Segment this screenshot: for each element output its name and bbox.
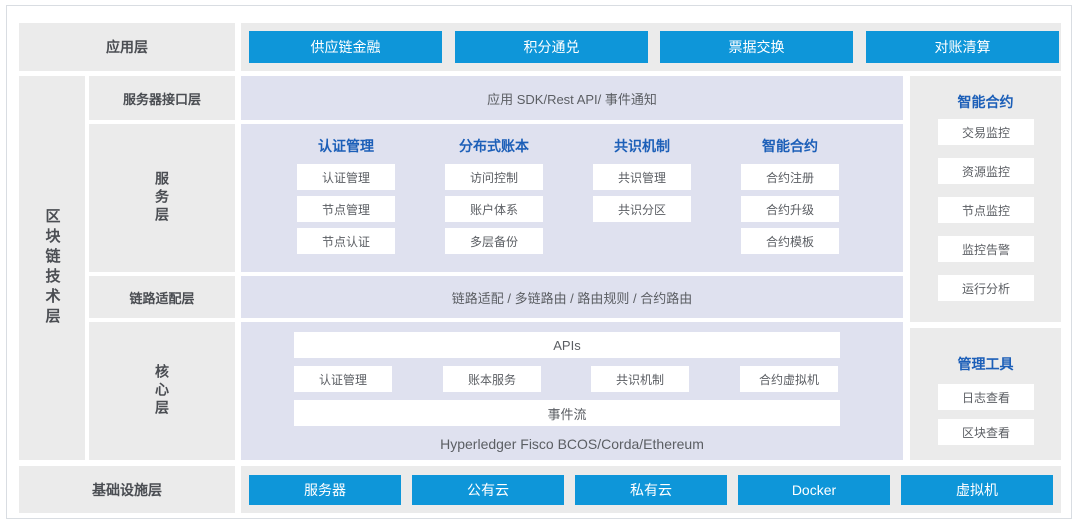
service-col-1-item-2-label: 多层备份 <box>469 234 518 249</box>
service-col-2-head-text: 共识机制 <box>614 138 670 154</box>
infra-item-3[interactable]: Docker <box>738 475 890 505</box>
app-item-2-label: 票据交换 <box>728 39 785 55</box>
core-module-3-label: 合约虚拟机 <box>758 372 819 387</box>
service-col-1-item-0[interactable]: 访问控制 <box>445 164 543 190</box>
service-col-3-item-0[interactable]: 合约注册 <box>741 164 839 190</box>
infra-item-4[interactable]: 虚拟机 <box>901 475 1053 505</box>
row-label-application: 应用层 <box>19 23 235 71</box>
service-col-0-item-2-label: 节点认证 <box>321 234 370 249</box>
service-col-2-item-1-label: 共识分区 <box>617 202 666 217</box>
service-col-0-item-2[interactable]: 节点认证 <box>297 228 395 254</box>
service-col-0-item-0[interactable]: 认证管理 <box>297 164 395 190</box>
infra-item-0[interactable]: 服务器 <box>249 475 401 505</box>
service-col-0-item-1-label: 节点管理 <box>321 202 370 217</box>
service-col-0-head-text: 认证管理 <box>318 138 374 154</box>
core-module-3[interactable]: 合约虚拟机 <box>740 366 838 392</box>
service-col-2-item-0[interactable]: 共识管理 <box>593 164 691 190</box>
service-col-1-item-1[interactable]: 账户体系 <box>445 196 543 222</box>
right-panel-management-tools-title-text: 管理工具 <box>957 356 1014 372</box>
service-col-3-item-0-label: 合约注册 <box>765 170 814 185</box>
core-event-stream-box[interactable]: 事件流 <box>294 400 840 426</box>
service-col-3-head: 智能合约 <box>741 136 839 156</box>
infra-item-2[interactable]: 私有云 <box>575 475 727 505</box>
infra-item-1[interactable]: 公有云 <box>412 475 564 505</box>
architecture-diagram: 应用层 供应链金融 积分通兑 票据交换 对账清算 区块链技术层 服务器接口层 应… <box>6 5 1072 519</box>
row-label-link-adapter: 链路适配层 <box>89 276 235 318</box>
right-panel-management-tools-item-0-label: 日志查看 <box>961 390 1010 405</box>
row-label-infrastructure-text: 基础设施层 <box>92 481 162 498</box>
right-panel-management-tools-title: 管理工具 <box>910 354 1061 374</box>
infra-item-0-label: 服务器 <box>304 482 346 498</box>
app-item-1[interactable]: 积分通兑 <box>455 31 648 63</box>
infra-item-3-label: Docker <box>791 482 837 498</box>
service-col-0-head: 认证管理 <box>297 136 395 156</box>
core-apis-box[interactable]: APIs <box>294 332 840 358</box>
service-col-3-item-2[interactable]: 合约模板 <box>741 228 839 254</box>
app-item-0-label: 供应链金融 <box>310 39 381 55</box>
service-col-1-item-0-label: 访问控制 <box>469 170 518 185</box>
right-panel-smart-contract-item-4[interactable]: 运行分析 <box>938 275 1034 301</box>
right-panel-smart-contract-item-0[interactable]: 交易监控 <box>938 119 1034 145</box>
right-panel-management-tools-item-0[interactable]: 日志查看 <box>938 384 1034 410</box>
service-col-0-item-1[interactable]: 节点管理 <box>297 196 395 222</box>
core-platforms-label: Hyperledger Fisco BCOS/Corda/Ethereum <box>440 436 704 452</box>
app-item-1-label: 积分通兑 <box>523 39 580 55</box>
service-col-1-head-text: 分布式账本 <box>459 138 529 154</box>
service-col-1-item-2[interactable]: 多层备份 <box>445 228 543 254</box>
row-label-service: 服务层 <box>89 124 235 272</box>
row-label-infrastructure: 基础设施层 <box>19 466 235 513</box>
row-label-service-text: 服务层 <box>154 171 170 225</box>
service-col-2-item-0-label: 共识管理 <box>617 170 666 185</box>
row-label-core: 核心层 <box>89 322 235 460</box>
core-platforms-text: Hyperledger Fisco BCOS/Corda/Ethereum <box>241 430 903 458</box>
link-adapter-content-text: 链路适配 / 多链路由 / 路由规则 / 合约路由 <box>451 290 693 306</box>
service-col-1-head: 分布式账本 <box>445 136 543 156</box>
service-col-3-head-text: 智能合约 <box>762 138 818 154</box>
right-panel-smart-contract-item-1-label: 资源监控 <box>961 164 1010 179</box>
row-label-application-text: 应用层 <box>106 39 148 55</box>
server-interface-content: 应用 SDK/Rest API/ 事件通知 <box>241 76 903 120</box>
right-panel-smart-contract-item-1[interactable]: 资源监控 <box>938 158 1034 184</box>
right-panel-smart-contract-title: 智能合约 <box>910 92 1061 112</box>
row-label-link-adapter-text: 链路适配层 <box>129 290 195 306</box>
app-item-2[interactable]: 票据交换 <box>660 31 853 63</box>
right-panel-smart-contract-item-3-label: 监控告警 <box>961 242 1010 257</box>
right-panel-smart-contract-title-text: 智能合约 <box>957 94 1014 110</box>
core-module-1-label: 账本服务 <box>467 372 516 387</box>
app-item-3-label: 对账清算 <box>934 39 991 55</box>
service-col-3-item-1-label: 合约升级 <box>765 202 814 217</box>
link-adapter-content: 链路适配 / 多链路由 / 路由规则 / 合约路由 <box>241 276 903 318</box>
core-module-2-label: 共识机制 <box>615 372 664 387</box>
app-item-0[interactable]: 供应链金融 <box>249 31 442 63</box>
right-panel-smart-contract-item-2[interactable]: 节点监控 <box>938 197 1034 223</box>
right-panel-smart-contract-item-0-label: 交易监控 <box>961 125 1010 140</box>
row-label-server-interface-text: 服务器接口层 <box>122 91 201 107</box>
infra-item-2-label: 私有云 <box>630 482 672 498</box>
service-col-0-item-0-label: 认证管理 <box>321 170 370 185</box>
row-label-core-text: 核心层 <box>154 364 170 418</box>
right-panel-management-tools-item-1-label: 区块查看 <box>961 425 1010 440</box>
right-panel-management-tools-item-1[interactable]: 区块查看 <box>938 419 1034 445</box>
service-col-2-head: 共识机制 <box>593 136 691 156</box>
core-apis-label: APIs <box>553 337 581 353</box>
server-interface-content-text: 应用 SDK/Rest API/ 事件通知 <box>487 91 657 107</box>
row-label-server-interface: 服务器接口层 <box>89 76 235 120</box>
core-module-2[interactable]: 共识机制 <box>591 366 689 392</box>
service-col-2-item-1[interactable]: 共识分区 <box>593 196 691 222</box>
left-spine-label: 区块链技术层 <box>43 208 61 328</box>
right-panel-smart-contract-item-4-label: 运行分析 <box>961 281 1010 296</box>
core-module-0[interactable]: 认证管理 <box>294 366 392 392</box>
infra-item-4-label: 虚拟机 <box>956 482 998 498</box>
service-col-3-item-1[interactable]: 合约升级 <box>741 196 839 222</box>
right-panel-smart-contract-item-3[interactable]: 监控告警 <box>938 236 1034 262</box>
core-module-0-label: 认证管理 <box>318 372 367 387</box>
core-module-1[interactable]: 账本服务 <box>443 366 541 392</box>
left-spine-blockchain-tech-layer: 区块链技术层 <box>19 76 85 460</box>
service-col-3-item-2-label: 合约模板 <box>765 234 814 249</box>
service-col-1-item-1-label: 账户体系 <box>469 202 518 217</box>
right-panel-smart-contract-item-2-label: 节点监控 <box>961 203 1010 218</box>
app-item-3[interactable]: 对账清算 <box>866 31 1059 63</box>
infra-item-1-label: 公有云 <box>467 482 509 498</box>
core-event-stream-label: 事件流 <box>547 406 587 422</box>
